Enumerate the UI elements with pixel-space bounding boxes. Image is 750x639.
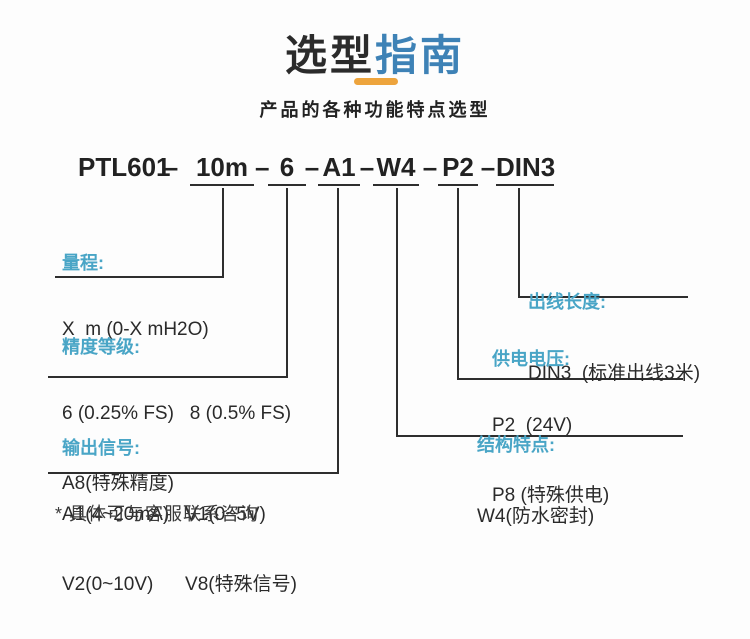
selection-guide-page: 选型指南 产品的各种功能特点选型 PTL601 – 10m – 6 – A1 –… [0, 0, 750, 595]
model-segment-power: P2 [438, 150, 478, 186]
model-segment-range: 10m [190, 150, 254, 186]
model-code-row: PTL601 – 10m – 6 – A1 – W4 – P2 – DIN3 [0, 0, 750, 190]
model-separator: – [304, 152, 320, 182]
section-cable-value: DIN3 (标准出线3米) [528, 363, 701, 384]
page-title-blue: 指南 [375, 32, 466, 79]
model-segment-output: A1 [318, 150, 360, 186]
model-segment-cable: DIN3 [496, 150, 555, 186]
section-range-label: 量程: [62, 253, 104, 273]
section-power: 供电电压: P2 (24V) P8 (特殊供电) [492, 309, 609, 550]
page-title: 选型指南 [0, 22, 750, 83]
section-accuracy-label: 精度等级: [62, 337, 140, 357]
model-separator: – [480, 152, 496, 182]
section-output-label: 输出信号: [62, 438, 140, 458]
model-segment-accuracy: 6 [268, 150, 306, 186]
section-accuracy-row: 6 (0.25% FS) 8 (0.5% FS) [62, 403, 292, 424]
model-prefix: PTL601 [78, 152, 171, 182]
section-power-row: P2 (24V) [492, 415, 573, 436]
section-output-row: V2(0~10V) V8(特殊信号) [62, 574, 297, 595]
section-accuracy-row: A8(特殊精度) [62, 473, 174, 494]
section-power-label: 供电电压: [492, 349, 570, 369]
section-structure-value: W4(防水密封) [477, 506, 595, 527]
section-range: 量程: X m (0-X mH2O) [62, 213, 209, 384]
model-separator: – [255, 152, 270, 182]
model-separator: – [359, 152, 375, 182]
model-separator: – [422, 152, 438, 182]
page-subtitle: 产品的各种功能特点选型 [259, 100, 491, 120]
model-separator: – [163, 152, 179, 182]
section-accuracy: 精度等级: 6 (0.25% FS) 8 (0.5% FS) A8(特殊精度) [62, 297, 291, 538]
title-accent-bar [354, 78, 398, 85]
section-structure-label: 结构特点: [477, 435, 555, 455]
section-range-value: X m (0-X mH2O) [62, 319, 209, 340]
section-power-row: P8 (特殊供电) [492, 485, 610, 506]
section-structure: 结构特点: W4(防水密封) [477, 395, 594, 571]
footnote: * 具体可与客服联系咨询 [55, 504, 260, 524]
section-cable-label: 出线长度: [528, 292, 606, 312]
section-cable: 出线长度: DIN3 (标准出线3米) [528, 252, 700, 428]
model-segment-structure: W4 [373, 150, 419, 186]
page-title-dark: 选型 [284, 32, 375, 79]
section-output-row: A1(4~20mA) V1(0~5V) [62, 504, 266, 525]
